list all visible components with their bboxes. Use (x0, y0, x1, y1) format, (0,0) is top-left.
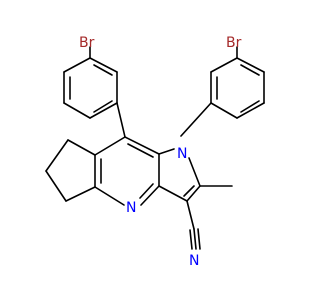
bond (94, 186, 125, 206)
pyridine-ring (94, 136, 160, 206)
bond (140, 185, 160, 206)
double-bond (93, 100, 113, 113)
nitrile-nitrogen: N (189, 253, 199, 269)
bond (236, 57, 265, 73)
bond (45, 170, 67, 202)
bond (236, 102, 265, 119)
bond (94, 136, 126, 156)
bromine-atom-right: Br (226, 35, 242, 51)
bond (65, 186, 96, 202)
bond (124, 136, 160, 155)
double-bond (93, 64, 113, 76)
triple-bond (189, 229, 193, 250)
aryl-core-bond (116, 102, 126, 138)
double-bond (240, 64, 260, 76)
pyrrole-ring (158, 148, 201, 202)
bond (210, 57, 238, 73)
bond (67, 139, 96, 156)
pyridine-nitrogen: N (126, 200, 136, 216)
cyclopentane-ring (45, 139, 96, 202)
double-bond (240, 100, 260, 113)
bond (63, 102, 91, 119)
bond (158, 185, 188, 202)
bond (158, 148, 175, 155)
bond (188, 157, 201, 187)
bond (210, 102, 238, 119)
double-bond (127, 143, 154, 158)
double-bond (139, 183, 154, 199)
bond (45, 139, 69, 172)
triple-bond (193, 228, 197, 250)
bond (89, 102, 118, 119)
bond (63, 57, 91, 73)
bond (89, 57, 118, 73)
double-bond (183, 185, 195, 197)
bromine-atom-top: Br (79, 35, 95, 51)
pyrrole-nitrogen: N (177, 146, 187, 162)
molecule-structure: Br Br N N N (45, 35, 265, 269)
triple-bond (197, 228, 201, 250)
right-bromophenyl-ring (210, 46, 265, 119)
structure-canvas: Br Br N N N (45, 35, 265, 269)
top-bromophenyl-ring (63, 46, 118, 119)
nitrile-group (186, 200, 201, 250)
bond (186, 200, 195, 230)
bond (186, 185, 201, 202)
aryl-n-bond (180, 102, 212, 137)
